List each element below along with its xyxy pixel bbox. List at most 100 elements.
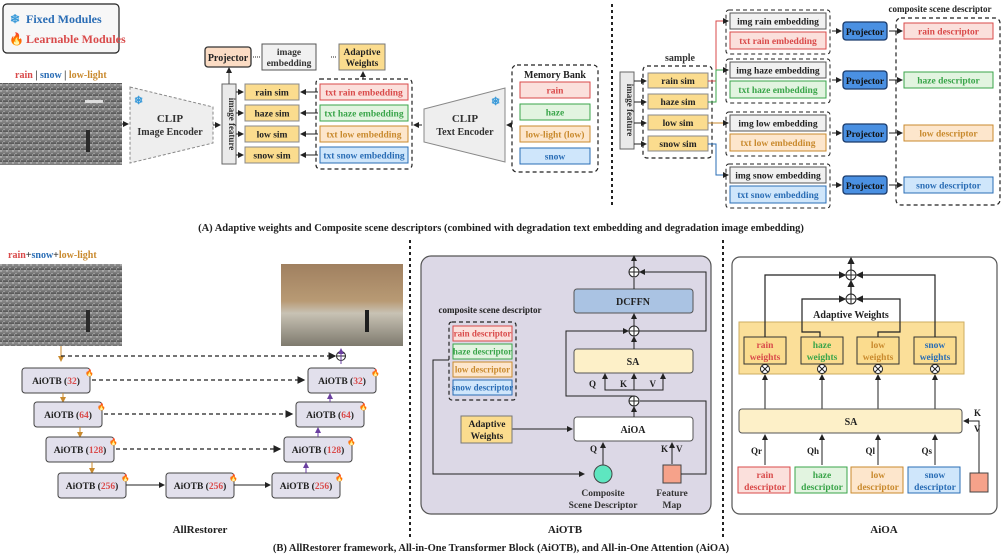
memory-bank-title: Memory Bank — [524, 70, 586, 81]
aiotb-connections — [432, 255, 707, 477]
projector-label: Projector — [846, 28, 885, 38]
txt-embedding-low-label: txt low embedding — [327, 130, 402, 140]
aiotb-composite-title: composite scene descriptor — [439, 305, 542, 315]
label-rain: rain — [15, 70, 33, 81]
composite-descriptor-group — [895, 17, 1001, 206]
svg-text:image feature: image feature — [227, 98, 237, 151]
aiotb-title: AiOTB — [548, 524, 583, 536]
feature-map-label: Feature — [656, 489, 687, 499]
caption-b: (B) AllRestorer framework, All-in-One Tr… — [273, 543, 730, 554]
key-label: K — [620, 379, 627, 389]
query-label: Ql — [865, 446, 875, 456]
svg-text:Projector: Projector — [208, 53, 249, 64]
similarity-list: rain sim haze sim low sim snow sim — [236, 83, 300, 164]
svg-text:descriptor: descriptor — [801, 483, 843, 493]
encoder-subtitle: Image Encoder — [137, 127, 203, 138]
aioa-key-label: K — [974, 408, 981, 418]
arrow — [708, 143, 729, 178]
legend: ❄ Fixed Modules 🔥 Learnable Modules — [2, 3, 126, 54]
sim-rain-label: rain sim — [255, 88, 289, 98]
svg-text:descriptor: descriptor — [744, 483, 786, 493]
aiotb-descriptor-low-label: low descriptor — [455, 365, 510, 375]
projector-snow — [842, 175, 888, 195]
svg-text:rain: rain — [757, 341, 775, 351]
projector-label: Projector — [846, 77, 885, 87]
snowflake-icon: ❄ — [134, 95, 143, 107]
svg-text:Weights: Weights — [346, 59, 379, 69]
img-embedding-snow: img snow embedding — [729, 166, 827, 184]
svg-text:rain: rain — [757, 471, 775, 481]
txt-embedding-right-low-label: txt low embedding — [741, 139, 816, 149]
aioa-adaptive-weights-title: Adaptive Weights — [813, 310, 889, 321]
sample-sim-snow-label: snow sim — [659, 140, 696, 150]
restored-output-image — [281, 264, 403, 346]
flame-icon: 🔥 — [109, 437, 118, 446]
txt-embedding-right-haze: txt haze embedding — [729, 80, 827, 99]
sim-snow: snow sim — [244, 146, 300, 164]
adaptive-weights-label: Weights — [471, 432, 504, 442]
sim-low: low sim — [244, 125, 300, 143]
degraded-input-image — [0, 83, 122, 165]
decoder-block: AiOTB (64)🔥 — [295, 401, 368, 428]
svg-text:haze: haze — [813, 471, 831, 481]
txt-embedding-right-rain-label: txt rain embedding — [739, 37, 817, 47]
label-snow: snow — [40, 70, 62, 81]
aiotb-descriptor-snow-label: snow descriptor — [452, 383, 513, 393]
svg-text:rain | snow | low-light: rain | snow | low-light — [15, 70, 107, 81]
key-label: K — [661, 444, 668, 454]
value-label: V — [676, 444, 683, 454]
encoder-block: AiOTB (32)🔥 — [21, 367, 94, 394]
flame-icon: 🔥 — [9, 32, 24, 46]
img-embedding-haze-label: img haze embedding — [736, 66, 820, 76]
descriptor-low-label: low descriptor — [919, 129, 978, 139]
aioa-title: AiOA — [870, 524, 898, 536]
txt-embedding-right-haze-label: txt haze embedding — [738, 86, 817, 96]
allrestorer-input-label: rain+snow+low-light — [8, 250, 97, 261]
add-op-icon — [628, 266, 640, 278]
svg-text:image feature: image feature — [625, 84, 635, 137]
img-embedding-rain: img rain embedding — [729, 12, 827, 30]
txt-embedding-right-snow-label: txt snow embedding — [737, 191, 819, 201]
arrow — [708, 18, 729, 82]
sample-group — [642, 65, 713, 159]
flame-icon: 🔥 — [121, 473, 130, 482]
decoder-block: AiOTB (256)🔥 — [271, 472, 344, 499]
multiply-op-icon — [760, 364, 770, 374]
multiply-op-icon — [930, 364, 940, 374]
svg-text:snow: snow — [925, 471, 946, 481]
query-label: Qs — [921, 446, 932, 456]
svg-text:descriptor: descriptor — [857, 483, 899, 493]
sample-label: sample — [665, 53, 696, 64]
aiotb-descriptor-low: low descriptor — [452, 361, 513, 378]
image-highlight — [85, 100, 103, 103]
sim-haze: haze sim — [244, 104, 300, 122]
svg-text:weights: weights — [807, 353, 838, 363]
encoder-block: AiOTB (256)🔥 — [57, 472, 130, 499]
memory-low: low-light (low) — [519, 125, 591, 143]
svg-text:Adaptive: Adaptive — [344, 48, 381, 58]
svg-text:haze: haze — [813, 341, 831, 351]
img-embedding-low: img low embedding — [729, 114, 827, 132]
flame-icon: 🔥 — [335, 473, 344, 482]
embedding-pair-group — [725, 163, 831, 209]
memory-haze-label: haze — [546, 108, 564, 118]
memory-low-label: low-light (low) — [526, 129, 585, 140]
aiotb-descriptor-rain-label: rain descriptor — [454, 329, 512, 339]
memory-snow-label: snow — [545, 152, 566, 162]
flame-icon: 🔥 — [359, 402, 368, 411]
aioa-panel — [731, 256, 998, 515]
query-label: Qr — [751, 446, 762, 456]
adaptive-weights-label: Adaptive — [469, 420, 506, 430]
flame-icon: 🔥 — [371, 368, 380, 377]
degraded-input-image-b — [0, 264, 122, 346]
dcffn-label: DCFFN — [616, 297, 651, 308]
add-op-icon — [628, 395, 640, 407]
flame-icon: 🔥 — [347, 437, 356, 446]
image-feature-box: image feature — [221, 83, 237, 165]
